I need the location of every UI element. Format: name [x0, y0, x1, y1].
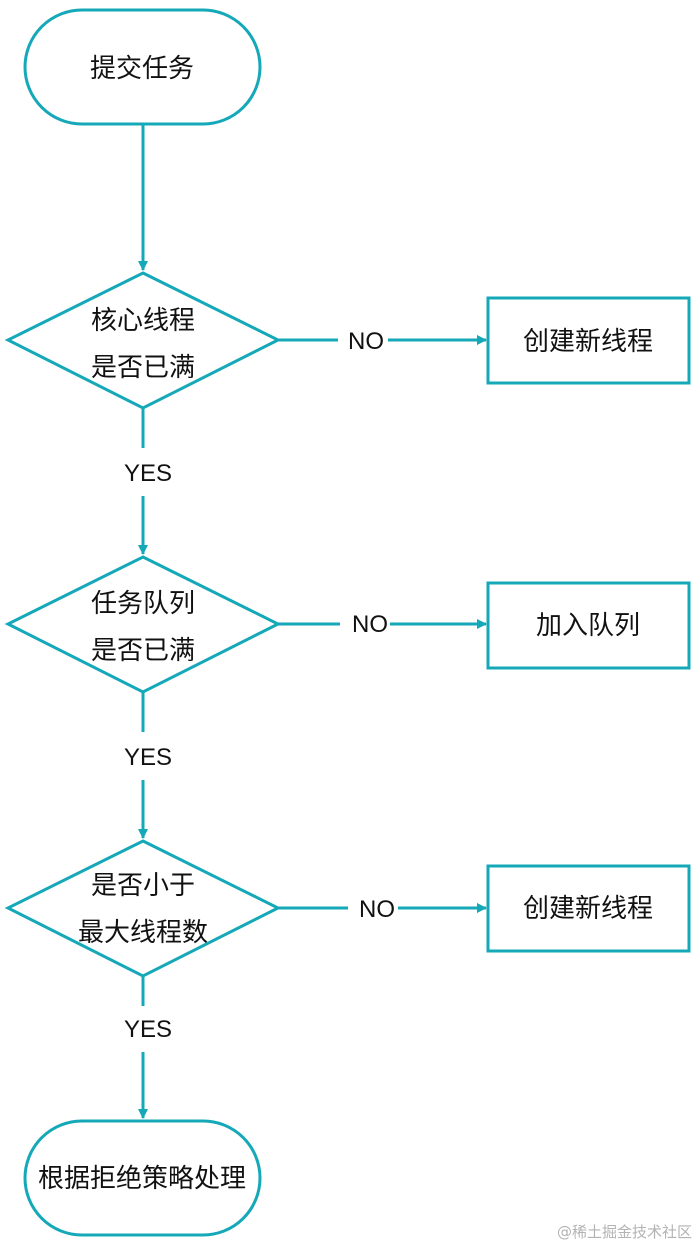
reject-terminal [23, 1119, 262, 1237]
decision-queue-full-line1: 任务队列 [91, 589, 195, 619]
decision-queue-full [4, 555, 282, 694]
process-add-to-queue [486, 581, 691, 670]
watermark-text: @稀土掘金技术社区 [557, 1223, 692, 1241]
process-create-thread-1 [486, 296, 691, 385]
start-terminal-label: 提交任务 [90, 54, 194, 84]
decision-less-than-max-line2: 最大线程数 [78, 918, 208, 948]
edge-label-core-yes: YES [124, 460, 172, 487]
decision-core-threads-full-line1: 核心线程 [91, 306, 195, 336]
process-create-thread-2 [486, 864, 691, 953]
process-create-thread-2-label: 创建新线程 [523, 894, 653, 924]
edge-label-queue-no: NO [352, 611, 388, 638]
decision-core-threads-full-line2: 是否已满 [91, 353, 195, 383]
edge-label-queue-yes: YES [124, 744, 172, 771]
edge-label-core-no: NO [348, 328, 384, 355]
process-create-thread-1-label: 创建新线程 [523, 327, 653, 357]
start-terminal [23, 8, 262, 126]
decision-less-than-max-line1: 是否小于 [91, 871, 195, 901]
reject-terminal-label: 根据拒绝策略处理 [38, 1164, 246, 1194]
process-add-to-queue-label: 加入队列 [536, 611, 640, 641]
decision-less-than-max [4, 839, 282, 978]
edge-label-max-yes: YES [124, 1016, 172, 1043]
decision-queue-full-line2: 是否已满 [91, 636, 195, 666]
decision-core-threads-full [4, 271, 282, 410]
edge-label-max-no: NO [359, 896, 395, 923]
